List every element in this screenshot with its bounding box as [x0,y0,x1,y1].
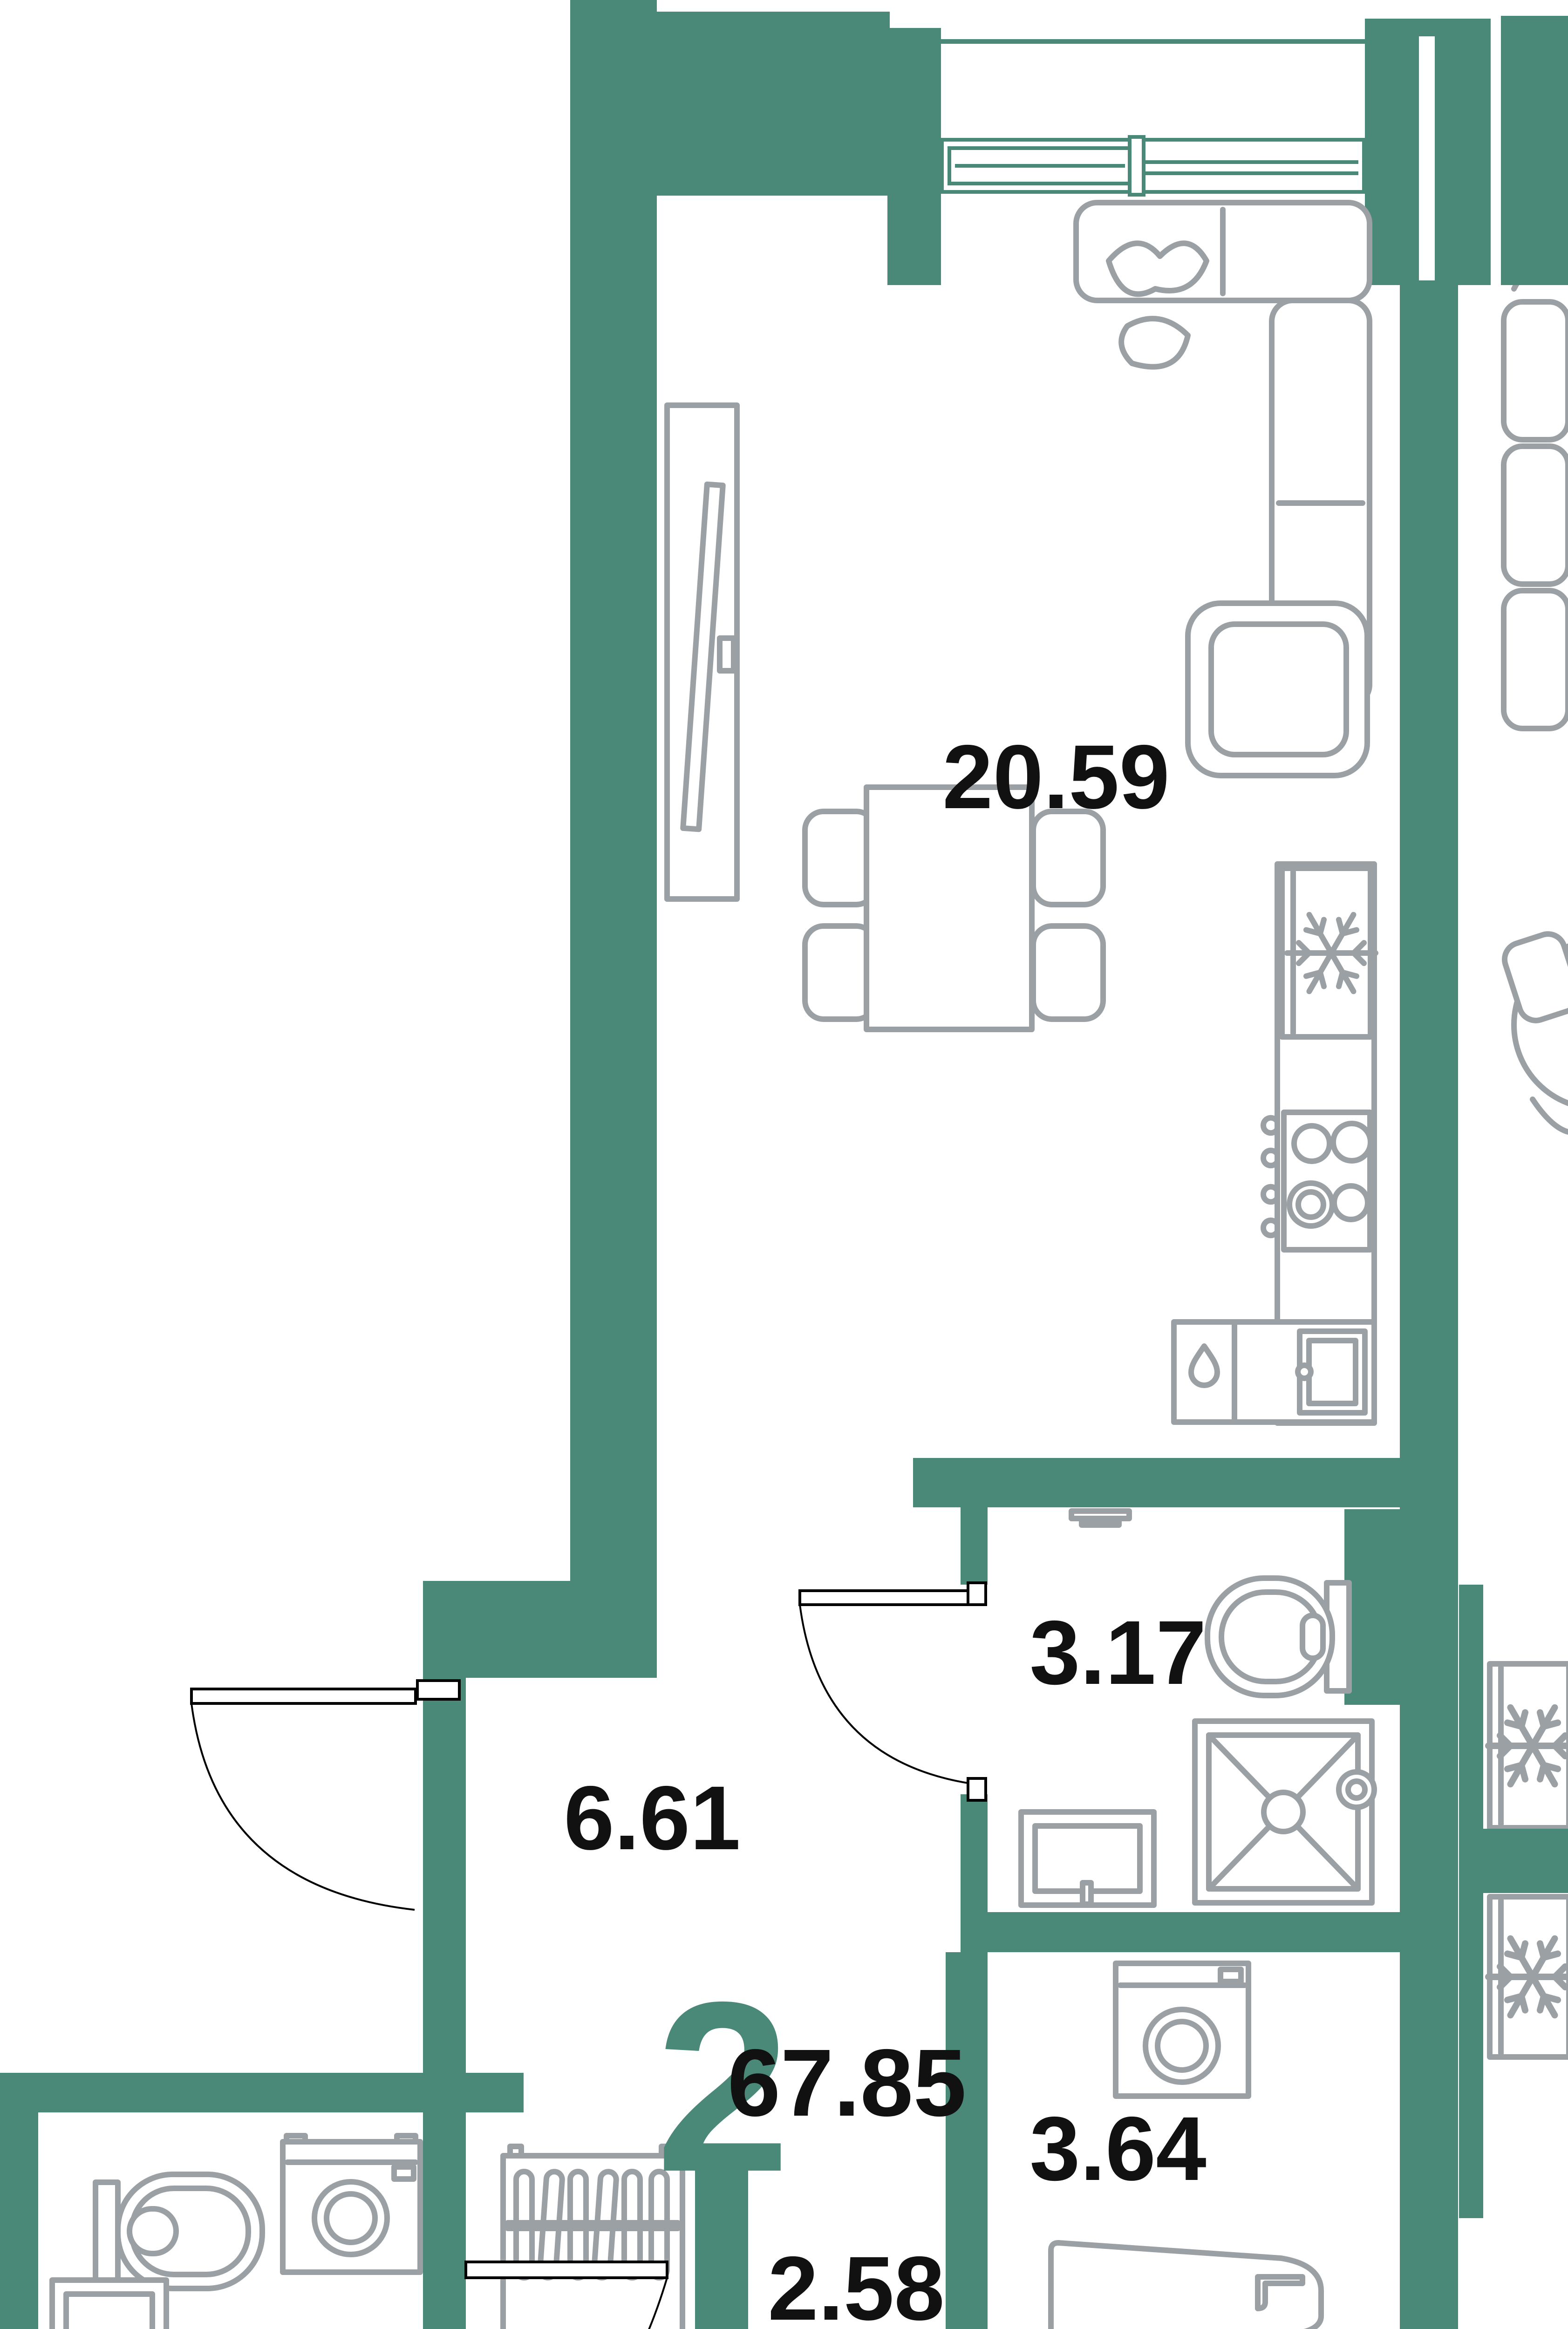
rooms-count-label: 2 [655,1952,790,2222]
total-area-label: 67.85 [727,2029,966,2136]
sink-icon-417 [49,2277,169,2329]
neighbor-dining [1502,931,1568,1135]
wall-top-pier [887,28,941,285]
shower-icon [1192,1718,1377,1906]
wall-living-left [570,0,657,1678]
labels: 2 67.85 20.59 3.17 6.61 3.64 2.58 4.17 2… [238,726,1207,2329]
room-label-bathroom-tub: 4.17 [238,2315,415,2329]
door-bath-317 [798,1581,987,1802]
room-label-corridor: 3.64 [1029,2098,1207,2200]
furniture [49,200,1394,2329]
wall-kitchen-hall [913,1458,1400,1507]
room-label-bathroom-shower: 3.17 [1029,1602,1207,1703]
room-label-hallway: 6.61 [564,1767,741,1869]
wall-band-over-bath [0,2073,524,2112]
windows [940,39,1366,197]
washing-machine-417 [280,2133,423,2275]
window-living-top [940,39,1366,197]
wall-bath317-left-top [961,1507,988,1585]
dining-set [802,784,1106,1032]
towel-rail-icon [1069,1508,1132,1528]
door-bath-417 [464,2261,668,2329]
kitchen-counter [1171,861,1377,1426]
wall-right [1400,285,1458,2329]
room-label-hall: 2.58 [768,2238,945,2329]
fridge-icon [1279,865,1376,1040]
kitchen-sink-icon [1232,1319,1377,1425]
neighbor-fridge-2 [1488,1894,1568,2060]
room-label-living-kitchen: 20.59 [942,726,1170,828]
neighbor-fridge-1 [1488,1661,1568,1831]
wall-bath317-bottom [961,1912,1400,1952]
washing-machine-364 [1113,1961,1251,2099]
wall-top-block [657,12,890,196]
wall-entry-corner [423,1581,601,1678]
sofa [1073,200,1372,778]
wall-hall-right [946,1952,988,2329]
entrance-door [190,1679,461,1911]
shaft-slot [1419,36,1435,280]
stove-icon [1261,1110,1373,1253]
wall-left-outer [0,2105,38,2329]
neighbor-wall-mid-band [1483,1829,1568,1893]
toilet-icon-317 [1205,1575,1352,1698]
neighbor-apartments [1479,230,1568,2060]
neighbor-wall-top [1501,16,1568,285]
neighbor-sofa [1501,230,1568,731]
wall-bath317-left-bottom [961,1794,988,1915]
dishwasher [1171,1319,1237,1425]
sink-icon-317 [1018,1809,1157,1908]
tv-unit [664,402,740,902]
wardrobe [500,2144,685,2329]
water-drop-icon [1188,1343,1220,1388]
neighbor-wall-mid-strip [1459,1585,1483,2218]
bench [1048,2240,1324,2329]
doors [190,1581,987,2329]
wall-wardrobe-right [695,2154,748,2329]
wall-toilet-pier [1344,1509,1400,1705]
wall-wardrobe-left-upper [423,1678,466,2329]
toilet-icon-417 [93,2172,265,2291]
